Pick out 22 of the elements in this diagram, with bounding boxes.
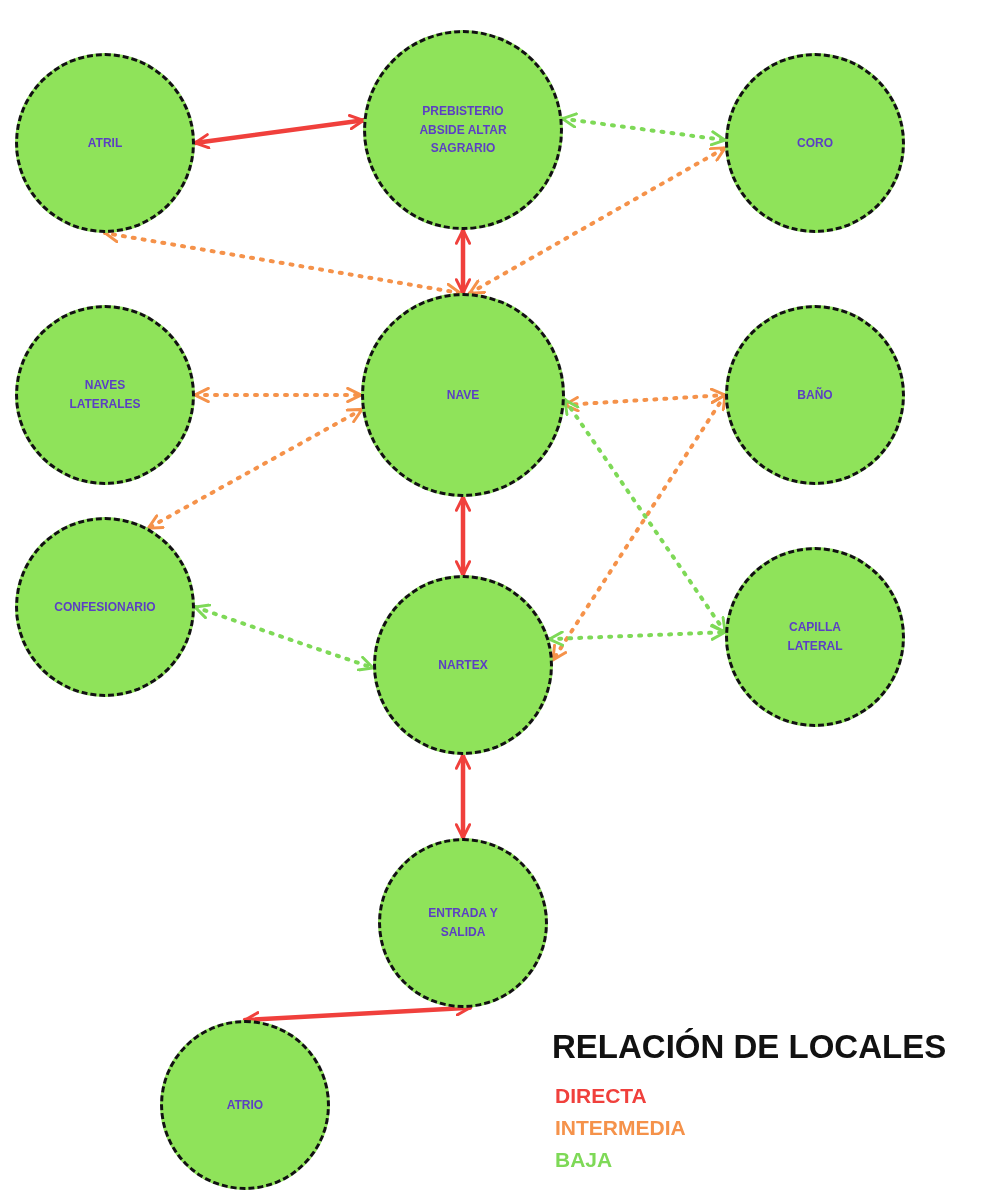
double-arrow bbox=[454, 227, 472, 296]
node-label: PREBISTERIO ABSIDE ALTAR SAGRARIO bbox=[418, 103, 508, 158]
node-label: NARTEX bbox=[438, 656, 488, 674]
double-arrow bbox=[454, 752, 472, 841]
legend-entry: BAJA bbox=[555, 1147, 614, 1173]
dotted-double-arrow bbox=[193, 386, 363, 404]
node-label: ATRIL bbox=[87, 134, 123, 152]
dotted-double-arrow bbox=[146, 407, 365, 531]
node-label: BAÑO bbox=[797, 386, 833, 404]
node-label: CORO bbox=[797, 134, 833, 152]
double-arrow bbox=[454, 494, 472, 578]
legend-entry: INTERMEDIA bbox=[555, 1115, 686, 1141]
legend-entry: DIRECTA bbox=[555, 1083, 648, 1109]
node-label: NAVE bbox=[446, 386, 480, 404]
node-label: ENTRADA Y SALIDA bbox=[427, 905, 499, 941]
node-label: CAPILLA LATERAL bbox=[786, 619, 844, 655]
dotted-double-arrow bbox=[467, 145, 728, 296]
node-label: CONFESIONARIO bbox=[54, 598, 156, 616]
legend-title: RELACIÓN DE LOCALES bbox=[552, 1028, 947, 1066]
node-label: ATRIO bbox=[226, 1096, 264, 1114]
dotted-double-arrow bbox=[550, 393, 727, 663]
node-label: NAVES LATERALES bbox=[68, 377, 142, 413]
